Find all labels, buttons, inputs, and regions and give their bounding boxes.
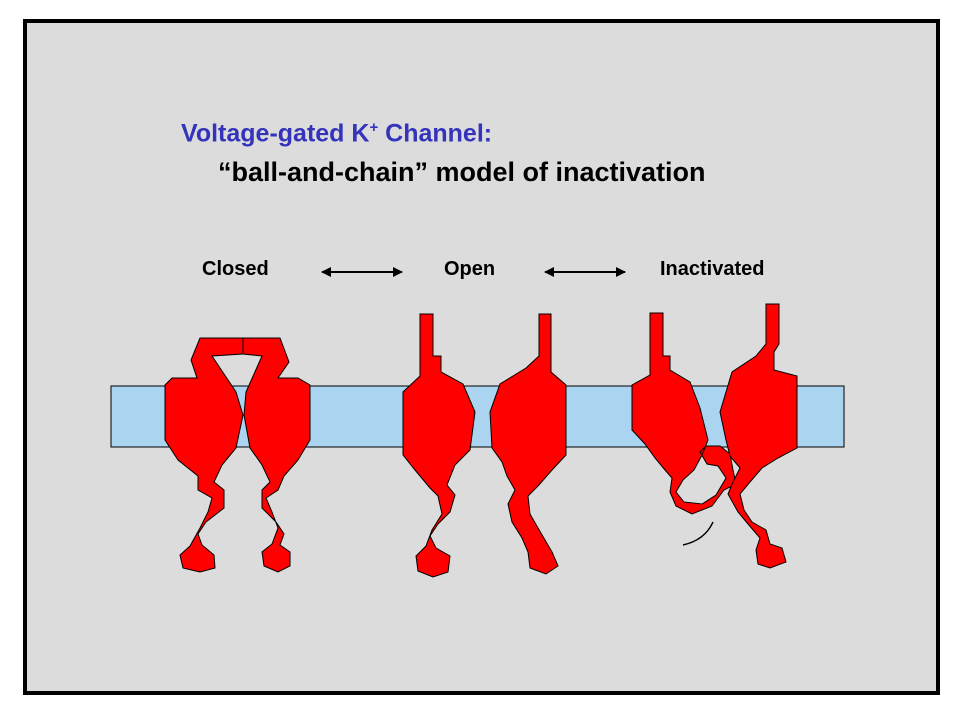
closed-right-subunit [242,337,311,573]
open-left-subunit [402,313,476,578]
inactivated-left-subunit [631,312,737,515]
label-open: Open [444,258,496,280]
open-right-subunit [489,313,567,575]
motion-line [682,521,714,546]
inactivated-right-subunit [719,303,798,569]
label-inactivated: Inactivated [660,258,765,280]
slide-subtitle: “ball-and-chain” model of inactivation [218,157,706,187]
slide-panel [23,19,940,695]
label-closed: Closed [202,258,269,280]
slide-title: Voltage-gated K+ Channel: [181,119,493,148]
closed-left-subunit [164,337,244,573]
